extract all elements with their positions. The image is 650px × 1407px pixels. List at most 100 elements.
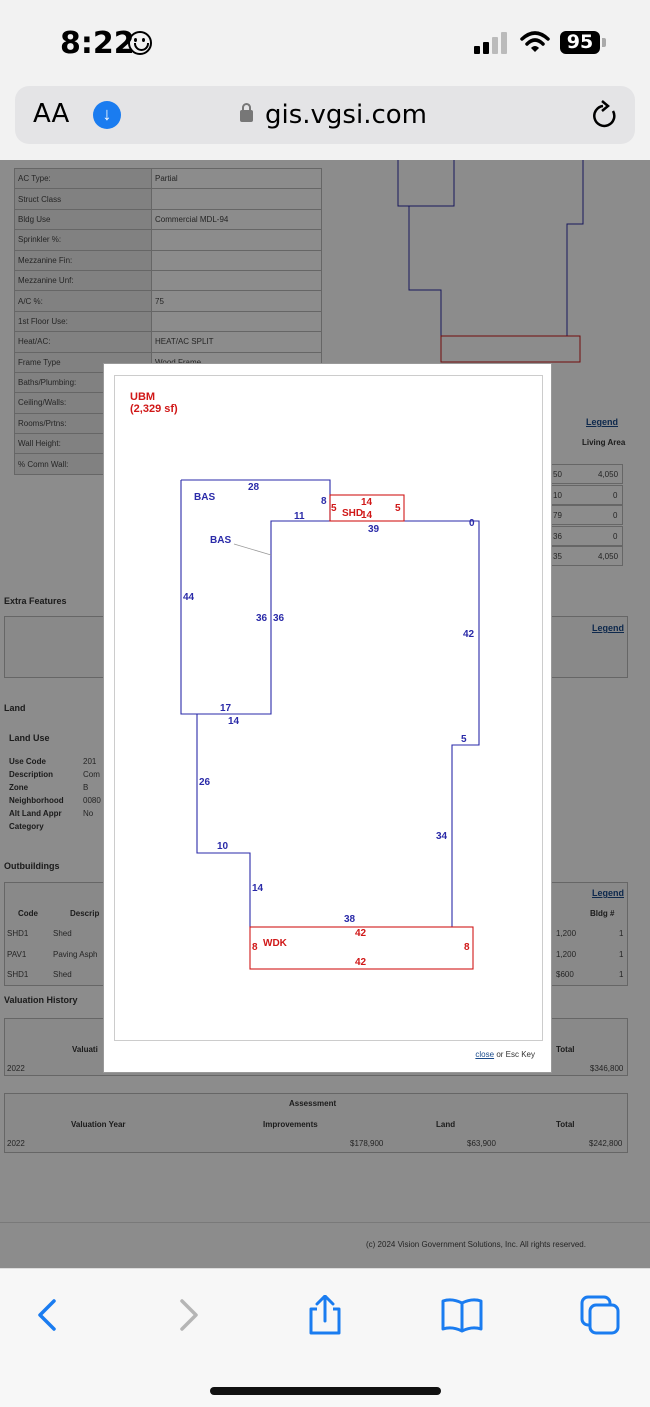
land-row-value: No (83, 809, 94, 818)
valuation-history-title: Valuation History (4, 995, 78, 1005)
land-row-label: Use Code (9, 757, 46, 766)
reader-aa-button[interactable]: AA (33, 99, 70, 129)
download-icon[interactable]: ↓ (93, 101, 121, 129)
dim-0: 0 (469, 518, 475, 529)
sketch-title: UBM (130, 391, 155, 403)
dim-5c: 5 (461, 734, 467, 745)
dim-42c: 42 (355, 957, 367, 968)
outbuildings-header-code: Code (18, 909, 38, 918)
dim-11: 11 (294, 511, 305, 522)
address-bar[interactable]: AA ↓ gis.vgsi.com (15, 86, 635, 144)
outbuildings-header-bldg: Bldg # (590, 909, 615, 918)
outbuilding-bldg: 1 (619, 929, 624, 938)
label-bas-2: BAS (210, 535, 231, 546)
dim-14c: 14 (228, 716, 240, 727)
outbuilding-desc: Shed (53, 929, 72, 938)
outbuildings-header-descrip: Descrip (70, 909, 100, 918)
wifi-icon (520, 31, 550, 52)
assessment-land: $63,900 (467, 1139, 496, 1148)
attribute-row: AC Type:Partial (14, 167, 322, 190)
living-area-value: 4,050 (598, 552, 619, 561)
modal-footer: close or Esc Key (475, 1050, 535, 1059)
outbuilding-code: SHD1 (7, 929, 29, 938)
dim-14b: 14 (361, 510, 373, 521)
close-link[interactable]: close (475, 1050, 495, 1059)
forward-icon[interactable] (166, 1295, 210, 1335)
attribute-label: Mezzanine Unf: (14, 269, 152, 292)
outbuilding-value: 1,200 (556, 949, 577, 959)
legend-link-3[interactable]: Legend (592, 888, 625, 898)
outbuilding-desc: Paving Asph (53, 949, 98, 959)
legend-link-1[interactable]: Legend (586, 417, 619, 427)
assessment-improvements: $178,900 (350, 1139, 384, 1148)
label-wdk: WDK (263, 938, 288, 949)
wdk-outline (249, 926, 474, 970)
assessment-total: $242,800 (589, 1139, 623, 1148)
outbuilding-code: SHD1 (7, 970, 29, 979)
label-bas-1: BAS (194, 492, 215, 503)
lock-icon (240, 103, 253, 122)
dim-28: 28 (248, 482, 260, 493)
footer-divider (0, 1222, 650, 1223)
land-row-value: 0080 (83, 796, 101, 805)
cellular-signal-icon (474, 32, 510, 54)
dim-10: 10 (217, 841, 229, 852)
assessment-table (4, 1093, 628, 1153)
dim-8c: 8 (464, 942, 470, 953)
valuation-history-total: $346,800 (590, 1064, 624, 1073)
attribute-label: Heat/AC: (14, 331, 152, 353)
valuation-history-header: Valuati (72, 1045, 98, 1054)
extra-features-title: Extra Features (4, 596, 67, 606)
dim-44: 44 (183, 592, 195, 603)
outbuildings-title: Outbuildings (4, 861, 60, 871)
sketch-modal: UBM (2,329 sf) BAS BAS 28 8 11 39 0 44 3… (103, 363, 552, 1073)
dim-8a: 8 (321, 496, 327, 507)
outbuilding-value: 1,200 (556, 929, 577, 938)
assessment-header-improvements: Improvements (263, 1120, 318, 1129)
sketch-area: (2,329 sf) (130, 403, 178, 415)
url-text[interactable]: gis.vgsi.com (265, 100, 427, 130)
legend-link-2[interactable]: Legend (592, 623, 625, 633)
land-row-value: 201 (83, 757, 97, 766)
land-row-value: Com (83, 770, 100, 779)
attribute-row: A/C %:75 (14, 290, 322, 312)
attribute-label: Sprinkler %: (14, 229, 152, 251)
land-row-label: Alt Land Appr (9, 809, 62, 818)
share-icon[interactable] (303, 1295, 347, 1335)
attribute-row: Heat/AC:HEAT/AC SPLIT (14, 331, 322, 353)
dim-14d: 14 (252, 883, 264, 894)
attribute-label: Mezzanine Fin: (14, 249, 152, 271)
assessment-year: 2022 (7, 1139, 25, 1148)
bas-pointer (233, 543, 272, 556)
label-shd: SHD (342, 508, 363, 519)
dim-5b: 5 (395, 503, 401, 514)
reload-icon[interactable] (591, 100, 619, 130)
bas-outline (180, 479, 331, 715)
tabs-icon[interactable] (578, 1295, 622, 1335)
living-area-left-value: 35 (553, 552, 562, 561)
outbuilding-value: $600 (556, 970, 574, 979)
dim-38: 38 (344, 914, 356, 925)
bas-main-outline (196, 520, 480, 928)
status-time: 8:22 (60, 26, 135, 61)
attribute-label: Struct Class (14, 188, 152, 210)
bookmarks-icon[interactable] (440, 1295, 484, 1335)
land-row-label: Neighborhood (9, 796, 64, 805)
back-icon[interactable] (26, 1295, 70, 1335)
living-area-left-value: 50 (553, 470, 562, 479)
battery-tip (602, 38, 606, 47)
attribute-row: 1st Floor Use: (14, 310, 322, 333)
land-row-label: Zone (9, 783, 29, 792)
safari-toolbar (0, 1268, 650, 1407)
sketch-frame (114, 375, 543, 1041)
status-bar: 8:22 95 (0, 0, 650, 86)
living-area-value: 0 (613, 511, 618, 520)
living-area-value: 4,050 (598, 470, 619, 479)
attribute-row: Struct Class (14, 188, 322, 210)
living-area-left-value: 36 (553, 531, 562, 541)
attribute-row: Mezzanine Unf: (14, 269, 322, 292)
living-area-value: 0 (613, 531, 618, 541)
living-area-value: 0 (613, 490, 618, 500)
